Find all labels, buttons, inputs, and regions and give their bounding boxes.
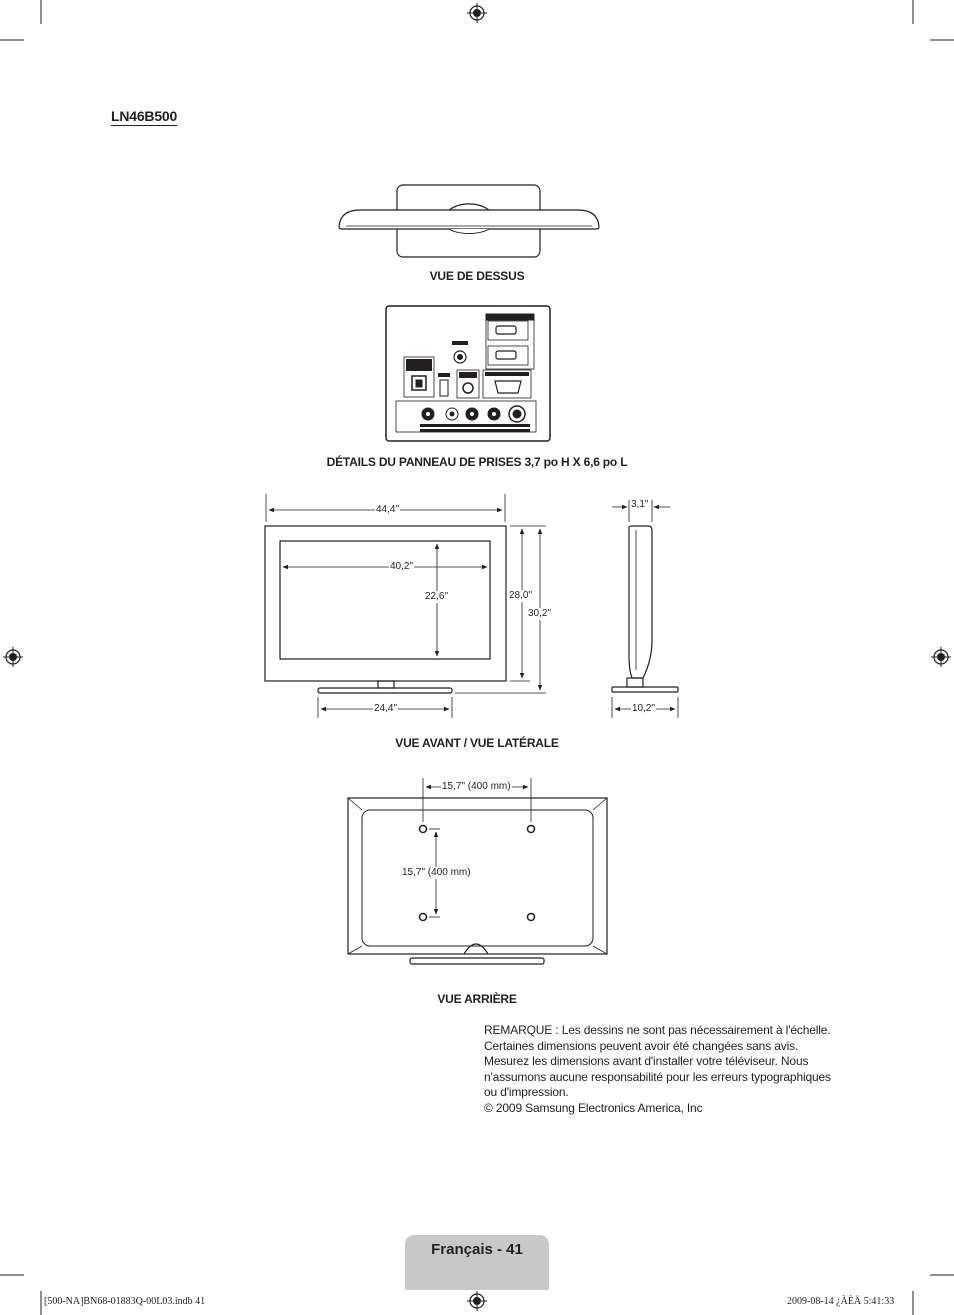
model-number: LN46B500 (111, 108, 178, 126)
caption-front-side-view: VUE AVANT / VUE LATÉRALE (395, 736, 559, 750)
footer-tab (405, 1235, 549, 1290)
remark-line: n'assumons aucune responsabilité pour le… (484, 1069, 831, 1084)
dim-height-no-stand: 28,0" (508, 590, 534, 602)
registration-mark-bottom (467, 1291, 487, 1311)
top-view-drawing (338, 184, 600, 258)
remark-line: Mesurez les dimensions avant d'installer… (484, 1054, 809, 1068)
dim-vesa-horizontal: 15,7" (400 mm) (441, 781, 512, 793)
page-number-label: Français - 41 (431, 1241, 523, 1258)
front-view-drawing (264, 525, 507, 694)
caption-rear-view: VUE ARRIÈRE (437, 992, 517, 1006)
print-slug-date: 2009-08-14 ¿ÀÈÄ 5:41:33 (787, 1296, 895, 1307)
jack-panel-drawing (385, 305, 551, 442)
dim-stand-depth: 10,2" (631, 703, 657, 715)
remark-line: ou d'impression. (484, 1085, 569, 1099)
registration-mark-top (467, 3, 487, 23)
dim-height-total: 30,2" (527, 608, 553, 620)
remark-note: REMARQUE : Les dessins ne sont pas néces… (484, 1023, 834, 1116)
dim-stand-width: 24,4" (373, 703, 399, 715)
registration-mark-left (3, 647, 23, 667)
copyright: © 2009 Samsung Electronics America, Inc (484, 1100, 703, 1115)
side-view-drawing (611, 525, 679, 693)
dim-screen-height: 22,6" (424, 591, 450, 603)
rear-view-drawing (347, 797, 608, 965)
caption-top-view: VUE DE DESSUS (429, 269, 525, 283)
remark-line: REMARQUE : Les dessins ne sont pas néces… (484, 1023, 831, 1037)
registration-mark-right (931, 647, 951, 667)
side-view-dimension-lines (611, 500, 679, 718)
dim-vesa-vertical: 15,7" (400 mm) (401, 867, 472, 879)
caption-jack-panel: DÉTAILS DU PANNEAU DE PRISES 3,7 po H X … (326, 455, 628, 469)
remark-line: Certaines dimensions peuvent avoir été c… (484, 1038, 799, 1053)
print-slug-file: [500-NA]BN68-01883Q-00L03.indb 41 (44, 1296, 206, 1307)
dim-panel-depth: 3,1" (630, 499, 650, 511)
dim-width-total: 44,4" (375, 504, 401, 516)
front-view-dimension-lines (265, 494, 546, 718)
rear-view-dimension-lines (422, 778, 532, 918)
dim-screen-width: 40,2" (389, 561, 415, 573)
